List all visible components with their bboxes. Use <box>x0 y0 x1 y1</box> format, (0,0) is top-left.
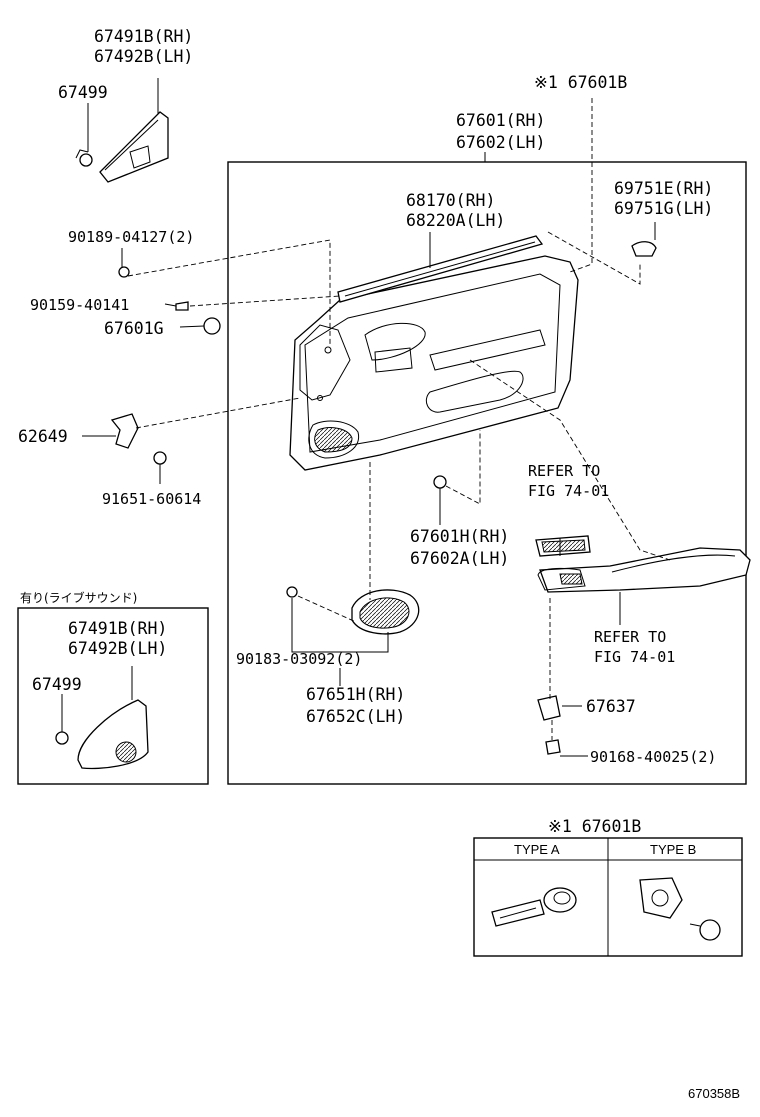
clip-type-a-header: TYPE A <box>514 842 560 857</box>
screw-1-label: 90189-04127(2) <box>68 228 194 246</box>
top-trim-clip-label: 67499 <box>58 83 108 102</box>
option-box-caption: 有り(ライブサウンド) <box>20 590 137 605</box>
clip-type-b-drawing <box>639 877 721 941</box>
armrest-part <box>537 547 751 593</box>
plug-label: 67601G <box>104 319 164 338</box>
weatherstrip-rh-label: 68170(RH) <box>406 191 495 210</box>
door-trim-panel <box>289 255 579 471</box>
refer-1-line1: REFER TO <box>528 462 600 480</box>
option-box-frame <box>17 607 209 785</box>
option-lh-label: 67492B(LH) <box>68 639 167 658</box>
bracket-2-label: 67637 <box>586 697 636 716</box>
leader-lines <box>82 152 656 757</box>
speaker-screw-label: 90183-03092(2) <box>236 650 362 668</box>
clip-h-lh-label: 67602A(LH) <box>410 549 509 568</box>
dashed-connections <box>127 98 671 740</box>
option-trim-part <box>55 699 149 770</box>
refer-1-line2: FIG 74-01 <box>528 482 609 500</box>
refer-2-line2: FIG 74-01 <box>594 648 675 666</box>
clip-h-part <box>433 475 447 489</box>
marked-clip-label: ※1 67601B <box>534 73 627 92</box>
clip-type-a-drawing <box>491 887 577 927</box>
top-trim-lh-label: 67492B(LH) <box>94 47 193 66</box>
speaker-screw-part <box>286 586 298 598</box>
screw-90168-part <box>545 739 561 755</box>
clip-h-rh-label: 67601H(RH) <box>410 527 509 546</box>
top-trim-rh-label: 67491B(RH) <box>94 27 193 46</box>
bracket-67637-part <box>537 695 561 721</box>
switch-base-part <box>535 535 591 557</box>
clip-types-title: ※1 67601B <box>548 817 641 836</box>
speaker-grille-lh-label: 67652C(LH) <box>306 707 405 726</box>
figure-id: 670358B <box>688 1086 740 1101</box>
bracket-label: 62649 <box>18 427 68 446</box>
option-clip-label: 67499 <box>32 675 82 694</box>
speaker-grille-part <box>351 589 420 635</box>
weatherstrip-part <box>337 235 544 303</box>
cover-rh-label: 69751E(RH) <box>614 179 713 198</box>
main-assembly-frame <box>227 161 747 785</box>
screw-2-label: 90159-40141 <box>30 296 129 314</box>
weatherstrip-lh-label: 68220A(LH) <box>406 211 505 230</box>
screw-parts-left <box>110 266 221 465</box>
cover-cap-part <box>631 241 657 257</box>
refer-2-line1: REFER TO <box>594 628 666 646</box>
door-panel-rh-label: 67601(RH) <box>456 111 545 130</box>
bolt-label: 91651-60614 <box>102 490 201 508</box>
speaker-grille-rh-label: 67651H(RH) <box>306 685 405 704</box>
screw-3-label: 90168-40025(2) <box>590 748 716 766</box>
mirror-trim-part <box>75 111 169 183</box>
option-rh-label: 67491B(RH) <box>68 619 167 638</box>
clip-type-b-header: TYPE B <box>650 842 696 857</box>
door-panel-lh-label: 67602(LH) <box>456 133 545 152</box>
cover-lh-label: 69751G(LH) <box>614 199 713 218</box>
